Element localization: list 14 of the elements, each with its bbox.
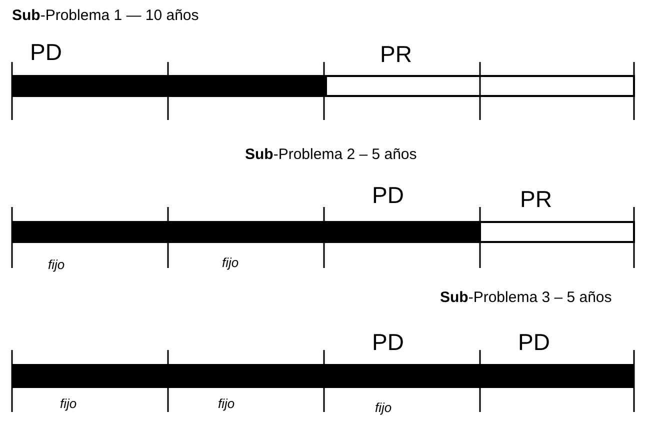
section-heading: Sub-Problema 1 — 10 años [12,8,199,24]
phase-label: PD [30,40,62,66]
section-heading: Sub-Problema 2 – 5 años [245,147,417,164]
segment-note: fijo [222,256,239,270]
segment-note: fijo [48,258,65,272]
phase-label: PD [372,330,404,356]
phase-label: PR [380,42,412,68]
section-heading: Sub-Problema 3 – 5 años [440,290,612,306]
phase-label: PR [520,187,552,212]
phase-label: PD [372,183,404,208]
segment-note: fijo [218,397,235,412]
segment-note: fijo [375,401,392,416]
segment-note: fijo [60,397,77,412]
phase-label: PD [518,330,550,356]
